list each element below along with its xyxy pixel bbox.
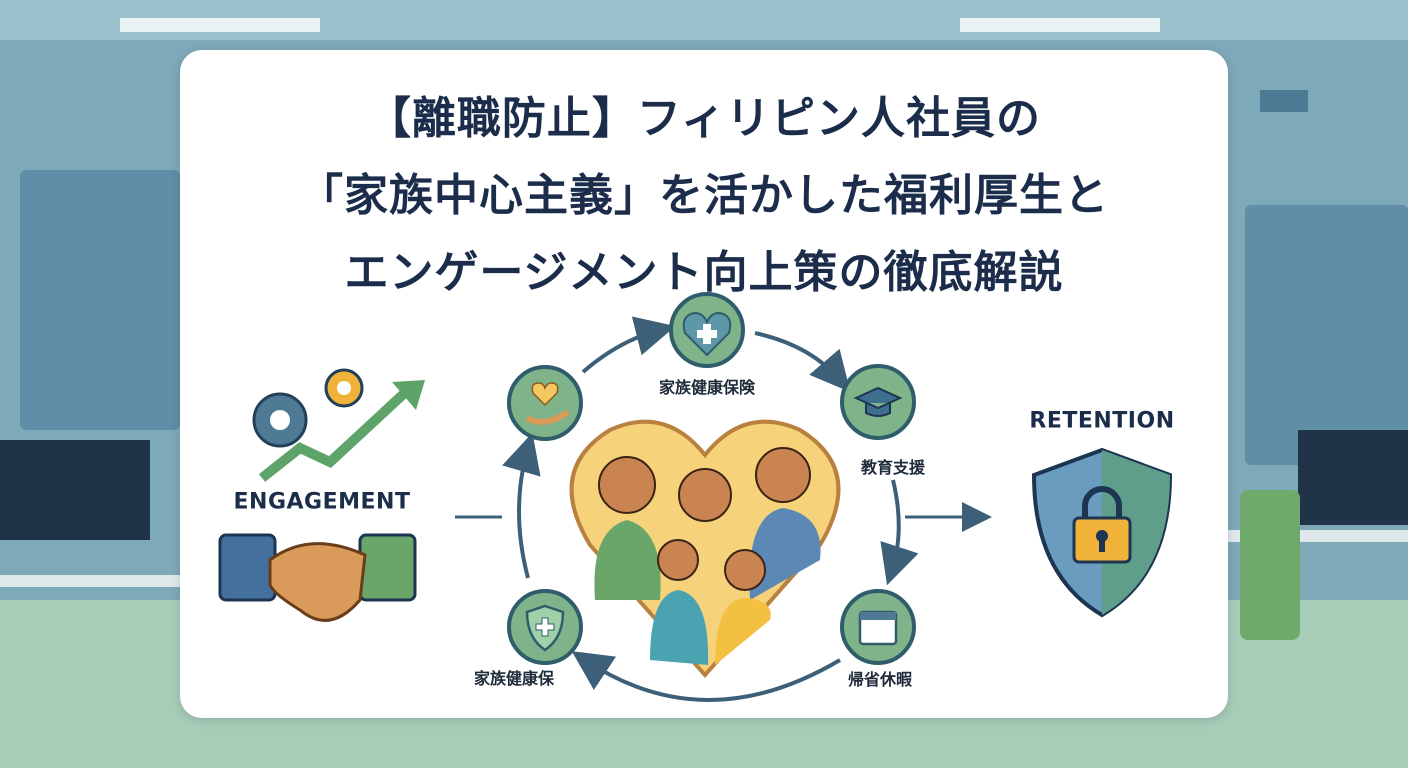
growth-arrow-icon: [258, 380, 425, 482]
retention-label: RETENTION: [1029, 408, 1175, 434]
family-heart-icon: [569, 419, 841, 679]
node-education-support: [840, 364, 916, 440]
node-label-family-health-insurance: 家族健康保険: [658, 378, 756, 397]
node-label-education-support: 教育支援: [860, 458, 926, 477]
node-home-leave: [840, 589, 916, 665]
title-line-3: エンゲージメント向上策の徹底解説: [344, 247, 1064, 298]
gears-icon: [252, 368, 364, 448]
cycle-arrows: [502, 316, 919, 702]
node-family-health: [507, 589, 583, 665]
title-line-1: 【離職防止】フィリピン人社員の: [366, 93, 1042, 144]
node-label-home-leave: 帰省休暇: [847, 670, 913, 689]
node-hand-heart: [507, 365, 583, 441]
handshake-icon: [218, 533, 417, 622]
node-family-health-insurance: [669, 292, 745, 368]
node-label-family-health: 家族健康保: [473, 669, 555, 688]
engagement-label: ENGAGEMENT: [233, 489, 411, 515]
title-line-2: 「家族中心主義」を活かした福利厚生と: [299, 170, 1109, 221]
hand-heart-icon: [531, 382, 559, 407]
page-title: 【離職防止】フィリピン人社員の 「家族中心主義」を活かした福利厚生と エンゲージ…: [180, 80, 1228, 311]
shield-lock-icon: [1031, 447, 1173, 618]
graduation-cap-icon: [853, 386, 903, 417]
